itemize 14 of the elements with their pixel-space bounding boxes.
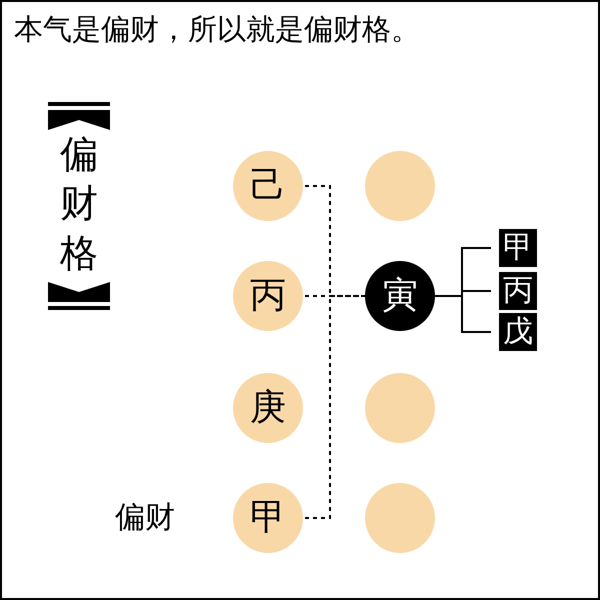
bracket-line [435,295,491,333]
stem-char: 丙 [503,276,533,306]
dotted-connector [305,295,365,297]
side-note: 偏财 [115,503,175,533]
stem-char: 丙 [250,278,286,314]
stem-char: 庚 [250,390,286,426]
banner-title: 偏财格 [60,131,98,277]
heading: 本气是偏财，所以就是偏财格。 [14,12,420,47]
stem-char: 寅 [382,278,418,314]
stem-char: 戊 [503,317,533,347]
stem-char: 甲 [250,500,286,536]
dotted-connector [305,295,365,519]
stem-char: 己 [250,168,286,204]
stem-char: 甲 [503,233,533,263]
